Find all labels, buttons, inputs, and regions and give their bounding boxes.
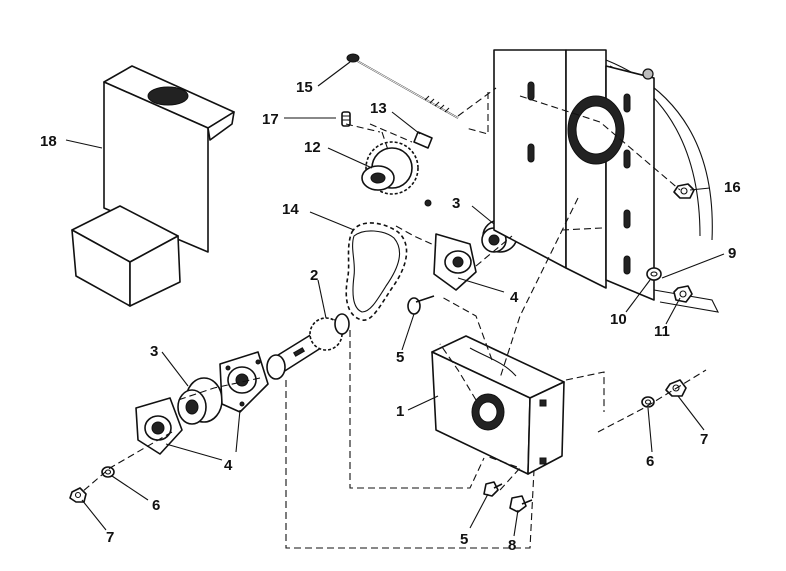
set-screw	[341, 111, 351, 127]
callout-14: 14	[282, 201, 299, 218]
callout-12: 12	[304, 139, 321, 156]
bolt-5-lower	[483, 481, 503, 497]
callout-6-right: 6	[646, 453, 654, 470]
washer-6-right	[641, 396, 655, 408]
callout-5-lower: 5	[460, 531, 468, 548]
callout-1: 1	[396, 403, 404, 420]
chain	[345, 222, 408, 321]
washer-10	[646, 267, 662, 281]
bolt-8	[509, 495, 533, 513]
flange-left-outer	[135, 397, 183, 455]
bolt-5-upper	[407, 295, 435, 315]
drive-shaft	[266, 313, 350, 380]
washer-6-left	[101, 466, 115, 478]
callout-6-left: 6	[152, 497, 160, 514]
nut-7-left	[69, 487, 87, 503]
bearing-left	[177, 377, 223, 425]
callout-9: 9	[728, 245, 736, 262]
callout-13: 13	[370, 100, 387, 117]
nut-11	[673, 285, 693, 303]
nut-16	[673, 183, 695, 199]
callout-labels: 18 15 17 13 12 14 2 3 3 4 5 1 16 9 10 11…	[40, 79, 741, 554]
long-rod	[346, 53, 459, 119]
housing-bracket	[431, 335, 565, 475]
callout-3-upper: 3	[452, 195, 460, 212]
assembly-lines	[81, 87, 707, 549]
callout-4-upper: 4	[510, 289, 519, 306]
sprocket	[361, 141, 432, 207]
callout-7-left: 7	[106, 529, 114, 546]
leader-lines	[65, 61, 725, 537]
callout-8: 8	[508, 537, 516, 554]
callout-4-left: 4	[224, 457, 233, 474]
callout-18: 18	[40, 133, 57, 150]
callout-16: 16	[724, 179, 741, 196]
callout-17: 17	[262, 111, 279, 128]
callout-3-left: 3	[150, 343, 158, 360]
callout-5-upper: 5	[396, 349, 404, 366]
key	[413, 131, 433, 149]
cover-shield	[71, 65, 235, 307]
flange-upper-left	[433, 233, 477, 291]
callout-11: 11	[654, 323, 670, 340]
callout-15: 15	[296, 79, 313, 96]
frame-plate	[493, 49, 719, 313]
callout-10: 10	[610, 311, 627, 328]
callout-7-right: 7	[700, 431, 708, 448]
callout-2: 2	[310, 267, 318, 284]
